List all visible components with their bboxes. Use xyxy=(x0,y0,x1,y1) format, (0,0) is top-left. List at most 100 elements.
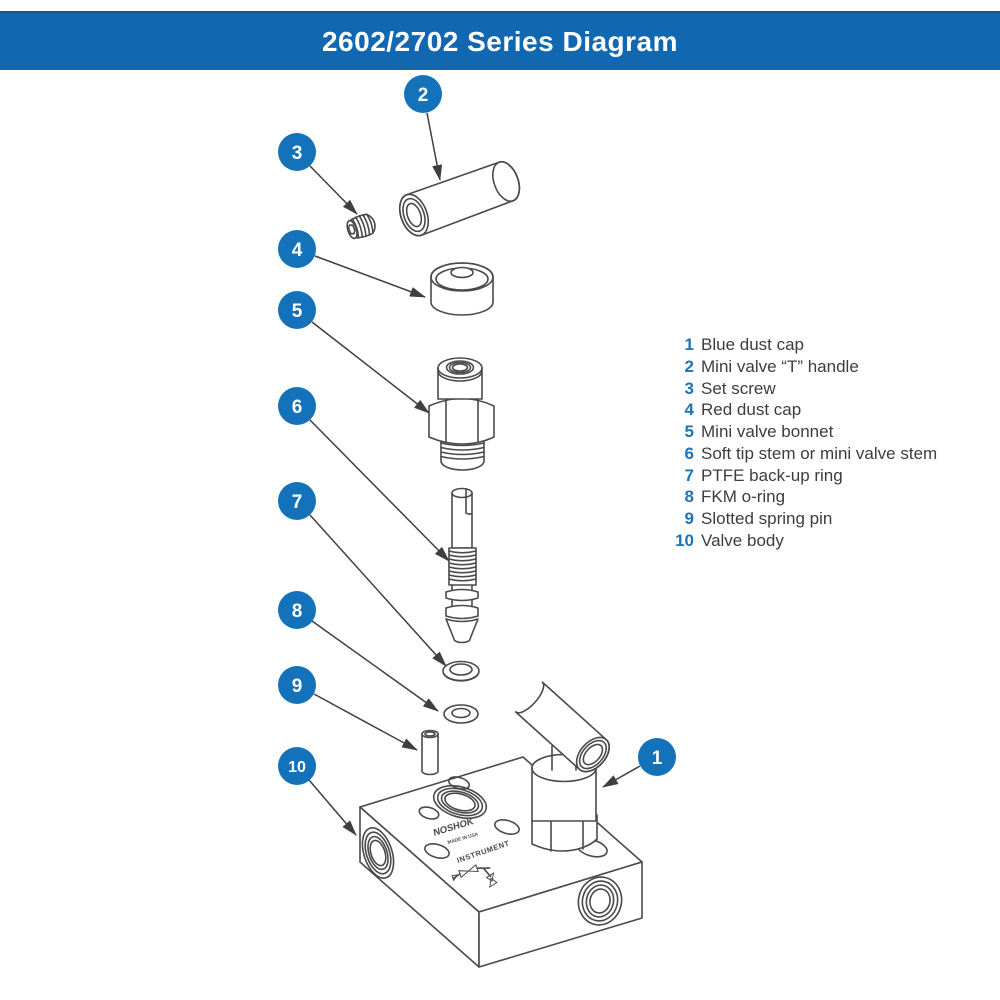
callout-4-number: 4 xyxy=(292,240,303,261)
legend-number: 1 xyxy=(684,335,694,354)
valve-body-main-threaded-hole xyxy=(432,784,488,820)
legend-number: 10 xyxy=(675,530,694,550)
valve-body-left-port xyxy=(361,827,395,879)
leader-8 xyxy=(311,620,439,712)
t-handle-open-end-outer xyxy=(398,193,430,237)
legend-label: Valve body xyxy=(701,530,784,550)
o-ring-inner xyxy=(451,707,471,719)
stem-shaft xyxy=(451,492,473,549)
legend-item-6: 6 Soft tip stem or mini valve stem xyxy=(658,444,978,466)
legend-number: 3 xyxy=(684,378,694,398)
bonnet-bore-thread-1 xyxy=(448,361,472,374)
part-backup-ring xyxy=(442,660,480,682)
legend-label: FKM o-ring xyxy=(701,487,786,507)
leader-10 xyxy=(308,779,357,836)
legend-label: Mini valve “T” handle xyxy=(701,356,859,376)
legend-number: 4 xyxy=(684,400,694,420)
legend-label: Slotted spring pin xyxy=(701,509,833,528)
leader-5 xyxy=(311,321,430,414)
backup-ring-thickness xyxy=(442,672,480,682)
callout-9: 9 xyxy=(278,666,316,704)
callout-5-circle xyxy=(278,291,316,329)
legend-label: Blue dust cap xyxy=(701,335,805,354)
header-bar: 2602/2702 Series Diagram xyxy=(0,11,1000,70)
callouts: 1 2 3 4 5 6 7 8 xyxy=(278,75,676,785)
callout-1: 1 xyxy=(638,738,676,776)
callout-6-circle xyxy=(278,387,316,425)
stem-cone-tip xyxy=(445,618,479,644)
stem-ring-bulge-1 xyxy=(445,588,479,602)
valve-body-hole-upper xyxy=(447,776,471,790)
leader-1 xyxy=(602,765,641,788)
stem-ring-bulge-2 xyxy=(445,604,479,620)
part-bonnet xyxy=(428,357,495,471)
backup-ring-inner xyxy=(449,663,473,676)
callout-5: 5 xyxy=(278,291,316,329)
page-title: 2602/2702 Series Diagram xyxy=(321,25,679,57)
callout-9-circle xyxy=(278,666,316,704)
callout-5-number: 5 xyxy=(292,301,303,322)
stem-neck-lower xyxy=(451,599,473,607)
stem-flat-notch xyxy=(465,488,473,515)
right-port-ring-1 xyxy=(577,876,623,926)
leader-6 xyxy=(309,419,450,562)
main-hole-ring-1 xyxy=(432,784,488,820)
valve-body-right-port xyxy=(577,876,623,926)
left-port-ring-2 xyxy=(364,831,392,875)
callout-2: 2 xyxy=(404,75,442,113)
valve-body-hole-lower-left xyxy=(424,843,450,859)
leader-4 xyxy=(314,255,426,298)
blue-dust-cap xyxy=(514,681,611,773)
callout-1-circle xyxy=(638,738,676,776)
t-handle-body xyxy=(398,161,521,237)
part-red-dust-cap xyxy=(430,262,494,316)
leader-9 xyxy=(313,693,418,751)
t-handle-far-end xyxy=(492,160,521,202)
legend-number: 6 xyxy=(684,443,694,463)
legend-label: PTFE back-up ring xyxy=(701,465,843,485)
callout-2-circle xyxy=(404,75,442,113)
legend-label: Soft tip stem or mini valve stem xyxy=(701,443,938,463)
legend-item-10: 10 Valve body xyxy=(658,531,978,553)
part-o-ring xyxy=(443,704,479,724)
legend-item-8: 8 FKM o-ring xyxy=(658,487,978,509)
bonnet-hex-edges xyxy=(445,399,479,443)
set-screw-hex-socket-icon xyxy=(347,224,356,235)
callout-2-number: 2 xyxy=(418,85,429,106)
legend-item-1: 1 Blue dust cap xyxy=(658,335,978,357)
main-hole-ring-3 xyxy=(440,790,480,814)
callout-4-circle xyxy=(278,230,316,268)
callout-7-circle xyxy=(278,482,316,520)
callout-10-number: 10 xyxy=(288,759,306,776)
callout-6: 6 xyxy=(278,387,316,425)
leader-lines xyxy=(308,112,641,836)
legend-item-2: 2 Mini valve “T” handle xyxy=(658,357,978,379)
main-hole-ring-2 xyxy=(436,787,484,817)
legend-number: 8 xyxy=(684,487,694,507)
legend-label: Set screw xyxy=(701,378,776,398)
callout-1-number: 1 xyxy=(652,748,663,769)
leader-7 xyxy=(309,514,447,667)
callout-4: 4 xyxy=(278,230,316,268)
legend-item-5: 5 Mini valve bonnet xyxy=(658,422,978,444)
parts-legend: 1 Blue dust cap 2 Mini valve “T” handle … xyxy=(658,335,978,553)
callout-3-circle xyxy=(278,133,316,171)
callout-7: 7 xyxy=(278,482,316,520)
left-port-ring-3 xyxy=(367,835,389,871)
part-spring-pin xyxy=(421,729,439,776)
valve-body-hole-mid-right xyxy=(494,819,520,835)
leader-2 xyxy=(426,112,443,181)
left-port-ring-4 xyxy=(369,839,387,867)
bonnet-bore-thread-2 xyxy=(451,363,469,372)
part-t-handle xyxy=(398,160,521,237)
callout-10-circle xyxy=(278,747,316,785)
blue-cap-open-end-rim xyxy=(578,739,608,770)
part-stem xyxy=(445,487,479,644)
right-port-ring-4 xyxy=(589,888,611,914)
callout-8-circle xyxy=(278,591,316,629)
left-port-ring-1 xyxy=(361,827,395,879)
stem-top-face xyxy=(451,487,473,499)
callout-6-number: 6 xyxy=(292,397,303,418)
schematic-bowtie-2 xyxy=(451,871,498,888)
